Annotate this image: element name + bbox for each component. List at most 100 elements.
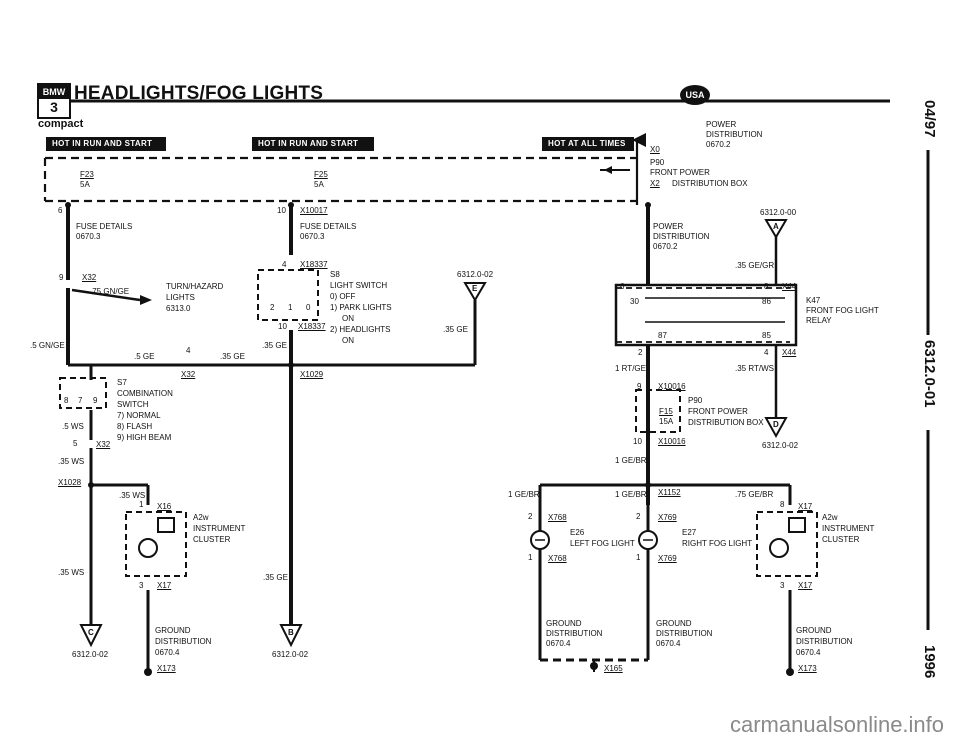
ground-c-3: 0670.4 <box>796 648 821 657</box>
side-year: 1996 <box>921 645 938 679</box>
wire-ge35-d: .35 GE <box>263 573 288 582</box>
pin-8-relay: 8 <box>764 282 769 291</box>
wire-ge35-right: .35 GE <box>443 325 468 334</box>
wire-ge-br-1: 1 GE/BR <box>615 456 647 465</box>
connector-x32-bottom: X32 <box>96 440 111 449</box>
side-date: 04/97 <box>921 100 938 138</box>
fuse-f15: F15 <box>659 407 673 416</box>
p90-label-1: P90 <box>650 158 665 167</box>
wire-ws35-c: .35 WS <box>58 568 85 577</box>
connector-x769-bottom: X769 <box>658 554 677 563</box>
power-dist-label-3: 0670.2 <box>706 140 731 149</box>
p90-2-label-1: P90 <box>688 396 703 405</box>
pin-4-mid: 4 <box>186 346 191 355</box>
wire-rt-ge: 1 RT/GE <box>615 364 646 373</box>
pd-right-3: 0670.2 <box>653 242 678 251</box>
connector-x1028: X1028 <box>58 478 82 487</box>
power-dist-label-2: DISTRIBUTION <box>706 130 763 139</box>
connector-x18337-top: X18337 <box>300 260 328 269</box>
connector-x173-left: X173 <box>157 664 176 673</box>
watermark: carmanualsonline.info <box>730 712 945 737</box>
wire-ge-br-2: 1 GE/BR <box>508 490 540 499</box>
s8-label-5: ON <box>342 314 354 323</box>
turn-hazard-1: TURN/HAZARD <box>166 282 224 291</box>
wire-ge-gr: .35 GE/GR <box>735 261 775 270</box>
connector-x173-right: X173 <box>798 664 817 673</box>
ground-a-3: 0670.4 <box>546 639 571 648</box>
connector-x10017: X10017 <box>300 206 328 215</box>
fuse-details-mid-2: 0670.3 <box>300 232 325 241</box>
p90-2-label-3: DISTRIBUTION BOX <box>688 418 764 427</box>
ground-left-3: 0670.4 <box>155 648 180 657</box>
ref-d-letter: D <box>773 420 779 429</box>
switch-pos-0: 0 <box>306 303 311 312</box>
power-dist-label-1: POWER <box>706 120 737 129</box>
pin-1-left: 1 <box>139 500 144 509</box>
pin-8-right: 8 <box>780 500 785 509</box>
s7-label-5: 8) FLASH <box>117 422 153 431</box>
ground-b-1: GROUND <box>656 619 692 628</box>
wire-ws35-a: .35 WS <box>58 457 85 466</box>
side-code: 6312.0-01 <box>921 340 938 408</box>
s8-label-6: 2) HEADLIGHTS <box>330 325 391 334</box>
connector-x768-bottom: X768 <box>548 554 567 563</box>
connector-x17-left: X17 <box>157 581 172 590</box>
pd-right-1: POWER <box>653 222 684 231</box>
wire-ge35-c: .35 GE <box>220 352 245 361</box>
turn-hazard-2: LIGHTS <box>166 293 195 302</box>
fuse-details-left-2: 0670.3 <box>76 232 101 241</box>
connector-x0: X0 <box>650 145 660 154</box>
fuse-f25: F25 <box>314 170 328 179</box>
hot-run-bar-left: HOT IN RUN AND START <box>46 137 166 151</box>
ground-left-2: DISTRIBUTION <box>155 637 212 646</box>
model-label: compact <box>38 118 84 130</box>
wire-ws-5: .5 WS <box>62 422 84 431</box>
pin-6-left: 6 <box>58 206 63 215</box>
connector-x17-top-right: X17 <box>798 502 813 511</box>
market-badge: USA <box>680 85 710 105</box>
ref-d-code: 6312.0-02 <box>762 441 799 450</box>
ground-c-2: DISTRIBUTION <box>796 637 853 646</box>
e26-label-1: E26 <box>570 528 585 537</box>
s7-label-3: SWITCH <box>117 400 149 409</box>
wire-ge-5: .5 GE <box>134 352 155 361</box>
connector-x16: X16 <box>157 502 172 511</box>
s7-label-1: S7 <box>117 378 127 387</box>
wire-ge-br-75: .75 GE/BR <box>735 490 774 499</box>
pin-3-left: 3 <box>139 581 144 590</box>
wire-rt-ws: .35 RT/WS <box>735 364 774 373</box>
k47-label-3: RELAY <box>806 316 832 325</box>
pin-4-relay: 4 <box>764 348 769 357</box>
a2w-left-2: INSTRUMENT <box>193 524 246 533</box>
pin-5: 5 <box>73 439 78 448</box>
pin-4-top: 4 <box>282 260 287 269</box>
a2w-right-3: CLUSTER <box>822 535 860 544</box>
connector-x10016-bottom: X10016 <box>658 437 686 446</box>
pin-10-mid: 10 <box>277 206 286 215</box>
a2w-right-1: A2w <box>822 513 838 522</box>
switch-pos-9: 9 <box>93 396 98 405</box>
hot-all-bar: HOT AT ALL TIMES <box>542 137 634 151</box>
ref-c-code: 6312.0-02 <box>72 650 109 659</box>
pin-2-relay: 2 <box>638 348 643 357</box>
switch-pos-1: 1 <box>288 303 293 312</box>
relay-pin-86: 86 <box>762 297 771 306</box>
ref-a-code: 6312.0-00 <box>760 208 797 217</box>
relay-pin-30: 30 <box>630 297 639 306</box>
fuse-f15-amp: 15A <box>659 417 674 426</box>
connector-x17-right: X17 <box>798 581 813 590</box>
pin-2-e26: 2 <box>528 512 533 521</box>
connector-x768-top: X768 <box>548 513 567 522</box>
wire-gn-ge-5: .5 GN/GE <box>30 341 65 350</box>
ref-b-letter: B <box>288 628 294 637</box>
relay-pin-87: 87 <box>658 331 667 340</box>
s7-label-6: 9) HIGH BEAM <box>117 433 172 442</box>
a2w-left-1: A2w <box>193 513 209 522</box>
fuse-f23: F23 <box>80 170 94 179</box>
ground-a-2: DISTRIBUTION <box>546 629 603 638</box>
connector-x1029: X1029 <box>300 370 324 379</box>
p90-2-label-2: FRONT POWER <box>688 407 748 416</box>
page-title: HEADLIGHTS/FOG LIGHTS <box>74 83 324 104</box>
pin-9-left: 9 <box>59 273 64 282</box>
